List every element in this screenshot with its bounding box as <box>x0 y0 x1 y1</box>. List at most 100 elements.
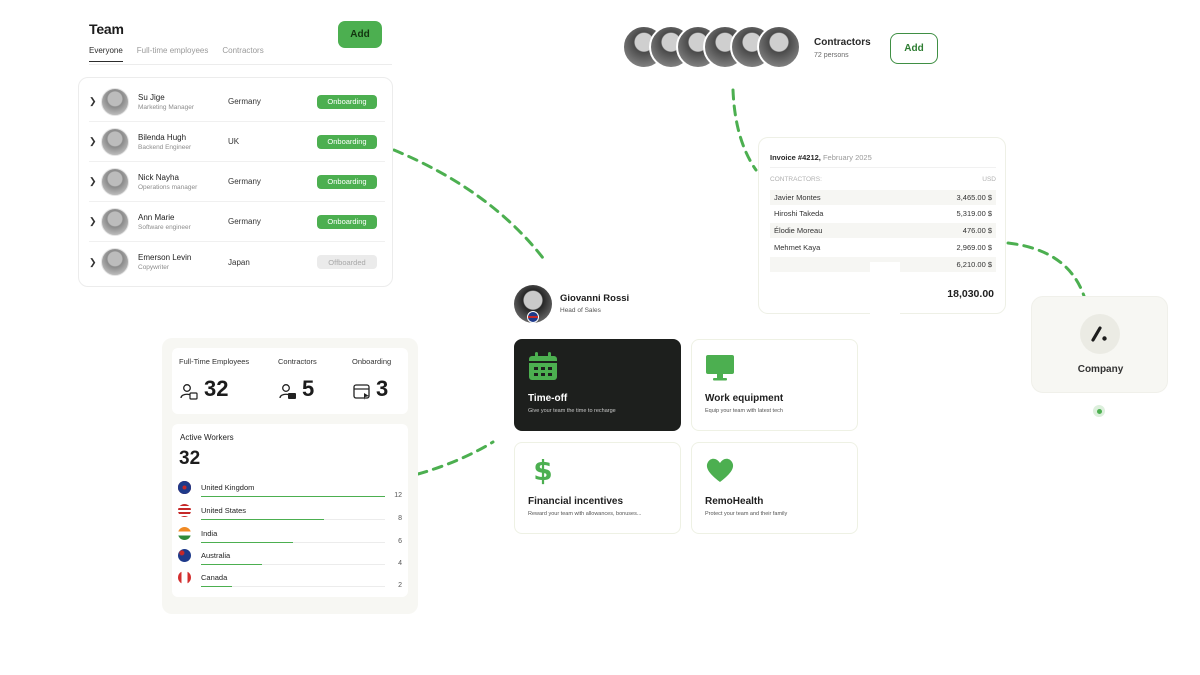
contractors-title: Contractors <box>814 37 871 48</box>
connector-contractors-to-invoice <box>731 88 758 172</box>
contractor-amount: 5,319.00 $ <box>956 209 992 218</box>
benefit-tile-financial-incentives[interactable]: $ Financial incentives Reward your team … <box>514 442 681 534</box>
connector-stats-to-manager <box>416 440 495 476</box>
dollar-icon: $ <box>533 455 552 485</box>
progress-track <box>201 496 385 497</box>
invoice-total: 18,030.00 <box>947 288 994 300</box>
avatar <box>101 167 129 196</box>
country-count: 2 <box>398 582 402 589</box>
team-row[interactable]: ❯ Nick Nayha Operations manager Germany … <box>89 162 385 202</box>
us-flag-icon <box>178 504 191 517</box>
benefit-tile-work-equipment[interactable]: Work equipment Equip your team with late… <box>691 339 858 431</box>
connector-invoice-to-company <box>1006 241 1086 298</box>
team-tabs: Everyone Full-time employees Contractors <box>89 46 264 62</box>
contractor-icon <box>279 384 296 399</box>
progress-track <box>201 564 385 565</box>
stat-onboarding: Onboarding 3 <box>350 348 406 414</box>
svg-text:$: $ <box>533 455 552 485</box>
contractor-avatars[interactable] <box>622 25 804 69</box>
progress-fill <box>201 564 263 565</box>
canada-flag-icon <box>178 571 191 584</box>
team-row[interactable]: ❯ Emerson Levin Copywriter Japan Offboar… <box>89 242 385 282</box>
status-dot <box>1093 405 1105 417</box>
company-card[interactable]: Company <box>1031 296 1168 393</box>
stat-full-time: Full-Time Employees 32 <box>179 348 269 414</box>
chevron-right-icon[interactable]: ❯ <box>89 136 97 146</box>
calendar-icon <box>529 352 557 380</box>
add-team-member-button[interactable]: Add <box>338 21 382 48</box>
country-row: United Kingdom 12 <box>178 481 402 503</box>
tab-full-time-employees[interactable]: Full-time employees <box>136 46 209 55</box>
tab-contractors[interactable]: Contractors <box>222 46 264 55</box>
stat-label: Full-Time Employees <box>179 357 250 366</box>
progress-fill <box>201 586 232 587</box>
stat-value: 32 <box>204 376 229 401</box>
india-flag-icon <box>178 527 191 540</box>
person-info: Su Jige Marketing Manager <box>138 93 228 111</box>
member-name: Ann Marie <box>138 212 175 222</box>
stat-label: Onboarding <box>352 357 392 366</box>
member-country: Japan <box>228 257 250 267</box>
benefit-tile-time-off[interactable]: Time-off Give your team the time to rech… <box>514 339 681 431</box>
contractor-name: Mehmet Kaya <box>774 243 821 252</box>
country-name: Canada <box>201 573 228 582</box>
active-workers-label: Active Workers <box>180 433 234 442</box>
tab-everyone[interactable]: Everyone <box>89 46 123 62</box>
country-name: Australia <box>201 551 231 560</box>
member-role: Marketing Manager <box>138 103 194 111</box>
add-contractor-button[interactable]: Add <box>890 33 938 64</box>
benefit-title: Work equipment <box>705 393 784 404</box>
chevron-right-icon[interactable]: ❯ <box>89 96 97 106</box>
chevron-right-icon[interactable]: ❯ <box>89 256 97 267</box>
invoice-col-currency: USD <box>982 176 996 183</box>
status-badge: Onboarding <box>317 174 377 189</box>
contractor-amount: 476.00 $ <box>962 226 992 235</box>
contractor-amount: 6,210.00 $ <box>956 260 992 269</box>
invoice-overlap-mask <box>870 262 900 314</box>
connector-team-to-manager <box>392 148 545 260</box>
country-row: India 6 <box>178 527 402 549</box>
manager-name: Giovanni Rossi <box>560 293 630 304</box>
invoice-header: CONTRACTORS: USD <box>770 176 996 183</box>
monitor-icon <box>706 355 734 381</box>
divider <box>770 167 996 168</box>
team-title: Team <box>89 21 124 37</box>
member-name: Nick Nayha <box>138 172 179 182</box>
invoice-date: February 2025 <box>822 153 872 162</box>
contractor-name: Javier Montes <box>774 193 821 202</box>
australia-flag-icon <box>178 549 191 562</box>
progress-fill <box>201 519 324 520</box>
status-badge: Onboarding <box>317 134 377 149</box>
invoice-row: Hiroshi Takeda 5,319.00 $ <box>770 206 996 221</box>
stat-contractors: Contractors 5 <box>278 348 338 414</box>
chevron-right-icon[interactable]: ❯ <box>89 176 97 186</box>
member-country: Germany <box>228 177 261 186</box>
team-row[interactable]: ❯ Bilenda Hugh Backend Engineer UK Onboa… <box>89 122 385 162</box>
person-info: Emerson Levin Copywriter <box>138 253 228 271</box>
member-role: Software engineer <box>138 223 191 231</box>
heart-icon <box>706 458 734 482</box>
stat-value: 3 <box>376 376 389 401</box>
member-name: Bilenda Hugh <box>138 132 187 142</box>
benefit-title: Financial incentives <box>528 496 624 507</box>
uk-flag-icon <box>178 481 191 494</box>
country-name: United Kingdom <box>201 483 255 492</box>
country-row: Australia 4 <box>178 549 402 571</box>
team-row[interactable]: ❯ Su Jige Marketing Manager Germany Onbo… <box>89 82 385 122</box>
country-count: 12 <box>394 492 402 499</box>
contractors-count: 72 persons <box>814 52 849 59</box>
team-row[interactable]: ❯ Ann Marie Software engineer Germany On… <box>89 202 385 242</box>
benefit-desc: Reward your team with allowances, bonuse… <box>528 511 642 517</box>
contractor-amount: 2,969.00 $ <box>956 243 992 252</box>
member-country: UK <box>228 137 240 146</box>
benefit-desc: Equip your team with latest tech <box>705 408 783 414</box>
uk-flag-icon <box>527 311 539 323</box>
person-info: Nick Nayha Operations manager <box>138 173 228 191</box>
status-badge: Onboarding <box>317 214 377 229</box>
benefit-title: RemoHealth <box>705 496 764 507</box>
benefit-tile-remohealth[interactable]: RemoHealth Protect your team and their f… <box>691 442 858 534</box>
benefit-title: Time-off <box>528 393 568 404</box>
company-logo-icon <box>1080 314 1120 354</box>
stats-card: Full-Time Employees 32 Contractors 5 O <box>162 338 418 614</box>
chevron-right-icon[interactable]: ❯ <box>89 216 97 226</box>
